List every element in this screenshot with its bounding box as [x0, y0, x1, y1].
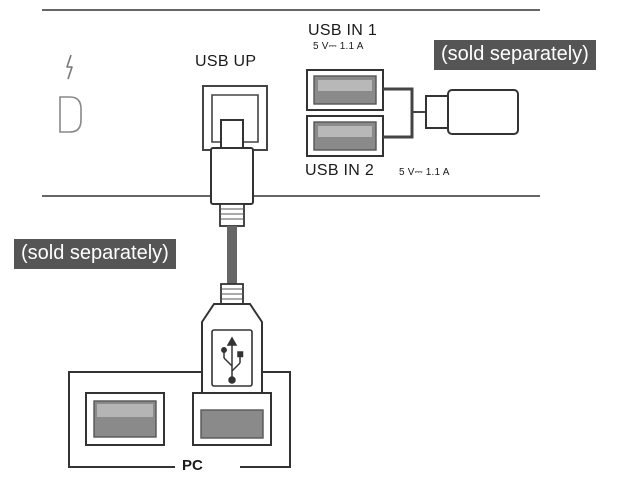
- sold-separately-badge-flash-drive: (sold separately): [434, 40, 596, 70]
- pc-usb-port-2: [192, 392, 272, 446]
- usb-up-label: USB UP: [195, 53, 257, 70]
- usb-in-2-port: [306, 115, 384, 157]
- usb-in-1-port: [306, 69, 384, 111]
- usb-trident-icon: [221, 336, 244, 384]
- pc-label: PC: [175, 457, 210, 474]
- pc-usb-port-1: [85, 392, 165, 446]
- usb-in-1-rating: 5 V⎓ 1.1 A: [313, 41, 364, 52]
- usb-flash-drive: [425, 89, 519, 135]
- pc-box: [68, 371, 291, 468]
- usb-in-2-rating: 5 V⎓ 1.1 A: [399, 167, 450, 178]
- usb-up-cable: [210, 119, 254, 305]
- usb-in-bracket: [383, 87, 414, 139]
- sold-separately-badge-cable: (sold separately): [14, 239, 176, 269]
- thunderbolt-icon: [66, 54, 73, 80]
- usb-in-2-label: USB IN 2: [305, 162, 375, 179]
- usb-in-1-label: USB IN 1: [308, 22, 378, 39]
- displayport-icon: [59, 96, 82, 133]
